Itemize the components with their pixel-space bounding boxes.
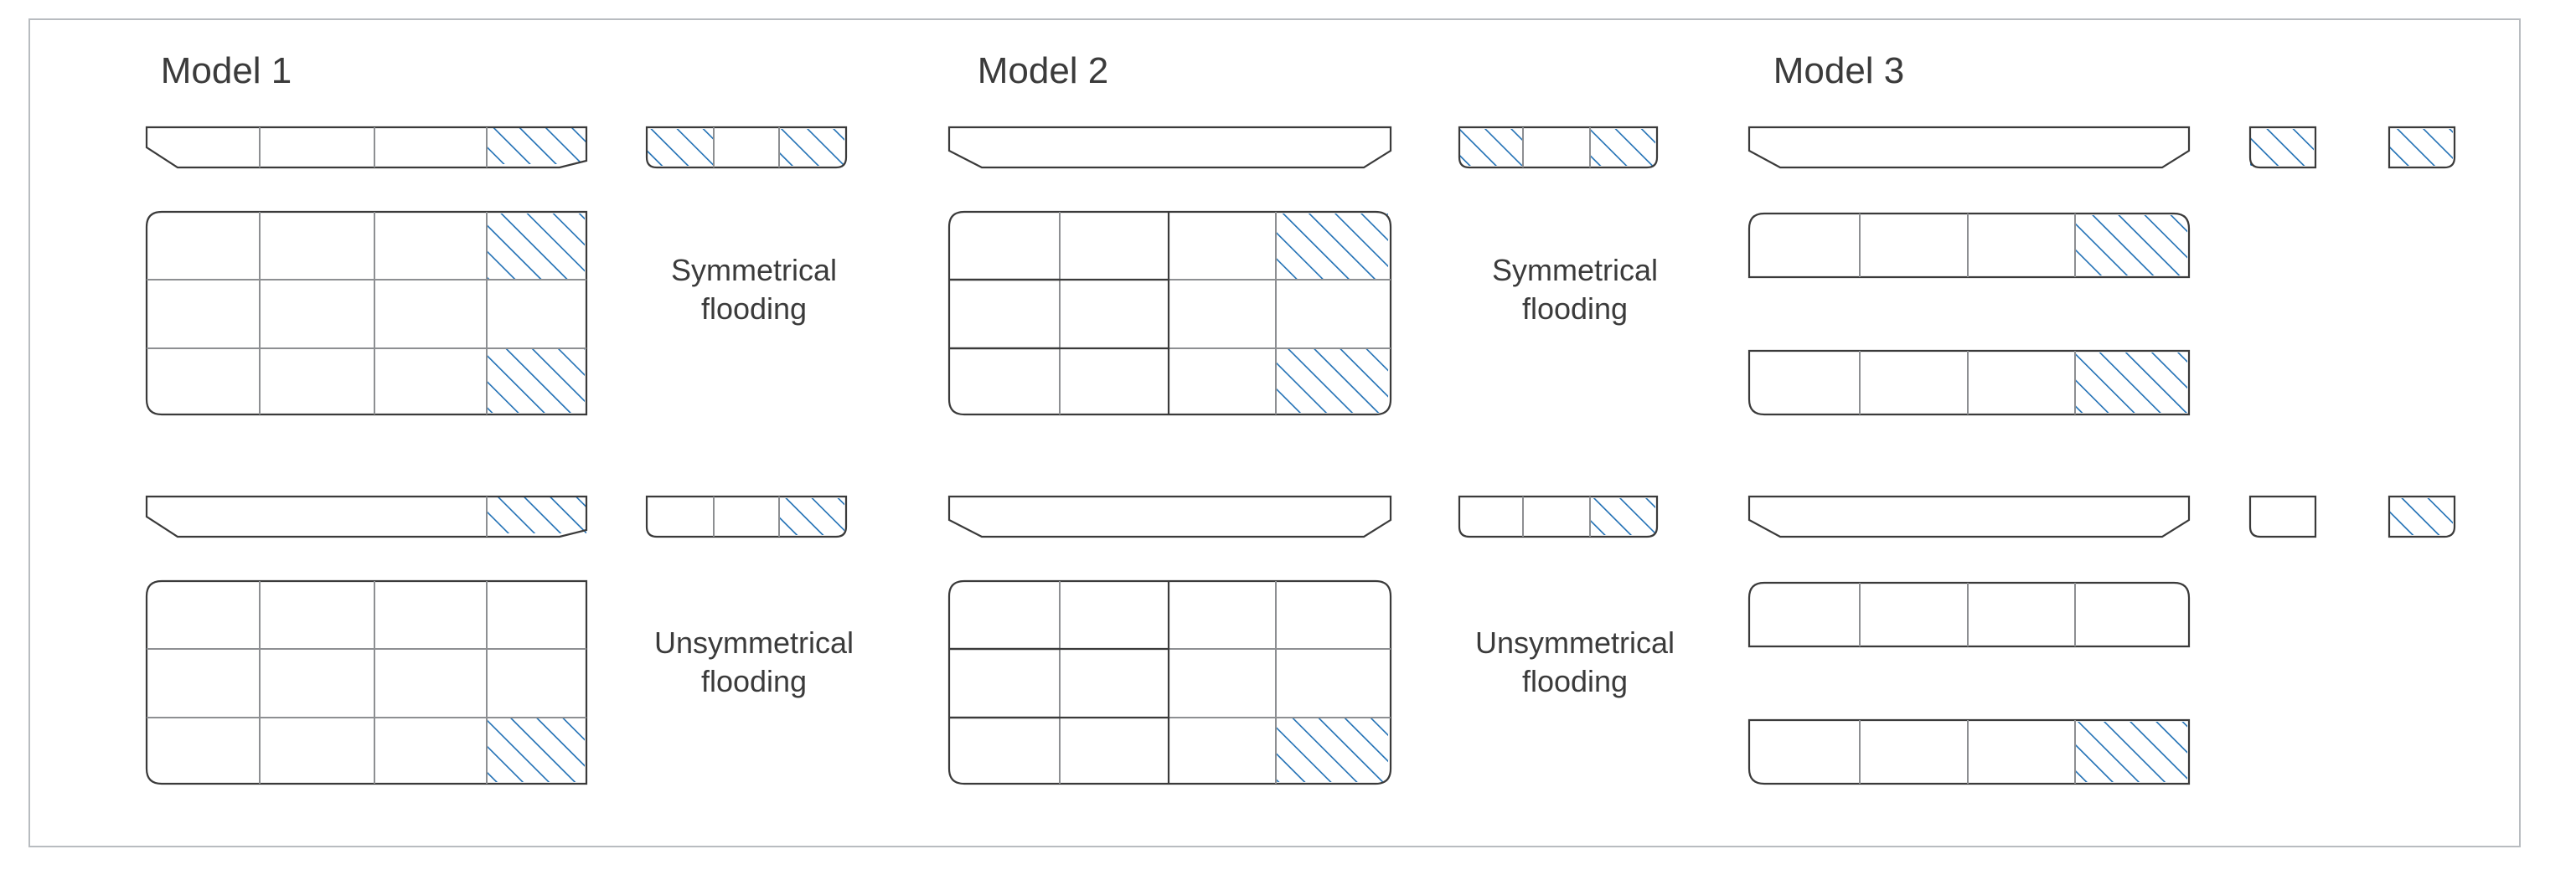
model1-symmetrical-plan-view [145, 210, 588, 416]
model1-symmetrical-profile-view [145, 126, 588, 169]
model3-symmetrical-profile-view [1747, 126, 2191, 169]
case-label-unsymmetrical-model1: Unsymmetrical flooding [653, 625, 854, 699]
model1-unsymmetrical-plan-view [145, 579, 588, 785]
model3-symmetrical-section-view [2248, 126, 2456, 169]
case-label-symmetrical-model1: Symmetrical flooding [670, 253, 838, 327]
case-label-symmetrical-model2: Symmetrical flooding [1491, 253, 1659, 327]
case-label-unsymmetrical-model2: Unsymmetrical flooding [1474, 625, 1675, 699]
model1-unsymmetrical-profile-view [145, 495, 588, 538]
model3-unsymmetrical-section-view [2248, 495, 2456, 538]
model1-symmetrical-section-view [645, 126, 848, 169]
model-title-3: Model 3 [1773, 50, 1905, 91]
model2-unsymmetrical-section-view [1458, 495, 1659, 538]
model3-unsymmetrical-profile-view [1747, 495, 2191, 538]
model1-unsymmetrical-section-view [645, 495, 848, 538]
model3-unsymmetrical-plan-view [1747, 581, 2191, 785]
model-title-1: Model 1 [160, 50, 292, 91]
model2-symmetrical-section-view [1458, 126, 1659, 169]
model2-symmetrical-profile-view [947, 126, 1392, 169]
model-title-2: Model 2 [977, 50, 1109, 91]
model3-symmetrical-plan-view [1747, 212, 2191, 416]
model2-unsymmetrical-plan-view [947, 579, 1392, 785]
model2-unsymmetrical-profile-view [947, 495, 1392, 538]
model2-symmetrical-plan-view [947, 210, 1392, 416]
